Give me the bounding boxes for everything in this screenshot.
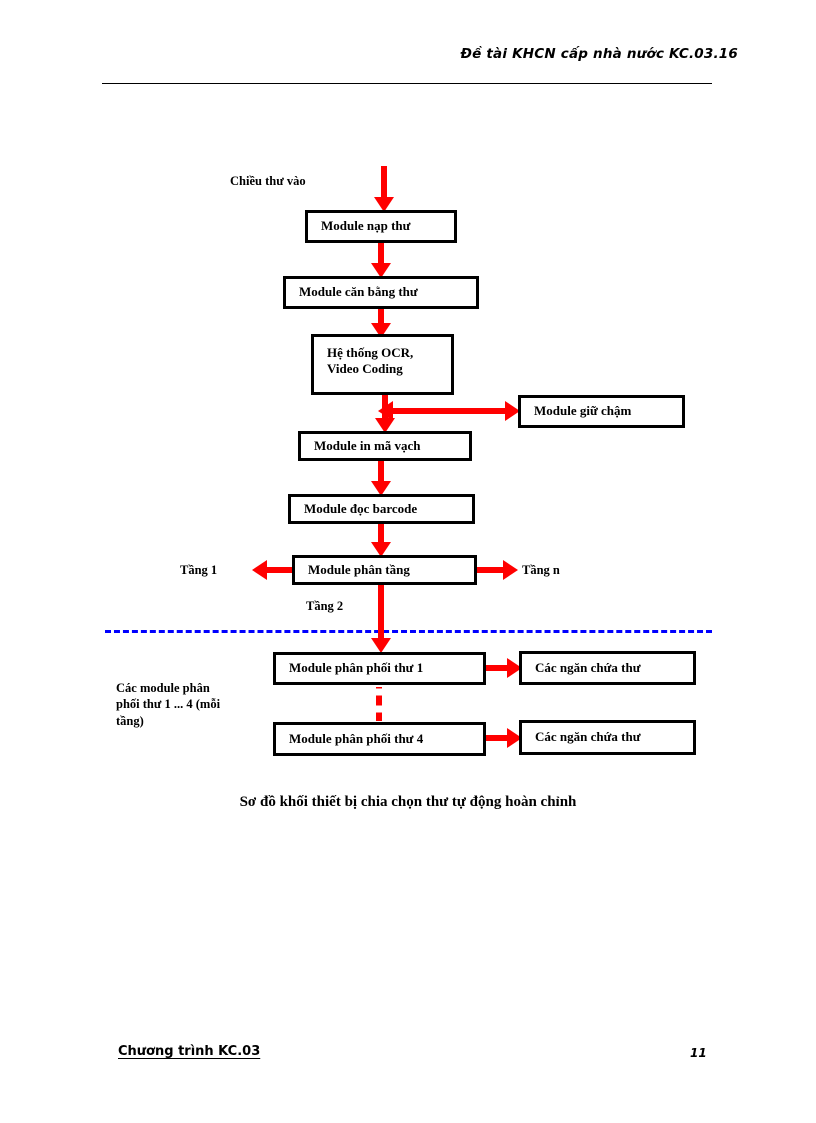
node-balancer-label: Module căn bằng thư [299, 284, 418, 300]
node-delay[interactable]: Module giữ chậm [518, 395, 685, 428]
node-bins-1-label: Các ngăn chứa thư [535, 659, 641, 675]
node-distributor-4[interactable]: Module phân phối thư 4 [273, 722, 486, 756]
node-distributor-4-label: Module phân phối thư 4 [289, 730, 424, 746]
arrow-distributor-1-to-bins-1 [486, 658, 522, 678]
connector-distributors-ellipsis [376, 687, 382, 721]
arrow-ocr-to-barcode-print [372, 395, 398, 433]
label-floor-2: Tầng 2 [306, 599, 344, 613]
node-distributor-1[interactable]: Module phân phối thư 1 [273, 652, 486, 685]
node-bins-4[interactable]: Các ngăn chứa thư [519, 720, 696, 755]
arrow-inflow-to-feeder [371, 166, 397, 212]
node-ocr-video-coding[interactable]: Hệ thống OCR, Video Coding [311, 334, 454, 395]
arrow-floor-sorter-to-floor-1 [252, 560, 300, 580]
arrow-floor-sorter-to-distributor-1 [368, 585, 394, 653]
node-delay-label: Module giữ chậm [534, 403, 632, 419]
arrow-feeder-to-balancer [368, 243, 394, 278]
node-barcode-print-label: Module in mã vạch [314, 437, 421, 453]
label-floor-n: Tầng n [522, 563, 560, 577]
node-feeder[interactable]: Module nạp thư [305, 210, 457, 243]
node-distributor-1-label: Module phân phối thư 1 [289, 660, 424, 676]
label-distribution-note: Các module phân phối thư 1 ... 4 (mỗi tầ… [116, 681, 221, 728]
node-feeder-label: Module nạp thư [321, 218, 411, 234]
node-floor-sorter[interactable]: Module phân tầng [292, 555, 477, 585]
node-bins-4-label: Các ngăn chứa thư [535, 729, 641, 745]
node-balancer[interactable]: Module căn bằng thư [283, 276, 479, 309]
arrow-distributor-4-to-bins-4 [486, 728, 522, 748]
floor-separation-divider [105, 630, 712, 633]
node-bins-1[interactable]: Các ngăn chứa thư [519, 651, 696, 685]
node-floor-sorter-label: Module phân tầng [308, 561, 410, 577]
footer-program-label: Chương trình KC.03 [118, 1044, 261, 1059]
node-barcode-print[interactable]: Module in mã vạch [298, 431, 472, 461]
header-divider-rule [102, 83, 712, 84]
label-inflow: Chiều thư vào [230, 174, 306, 188]
arrow-barcode-read-to-floor-sorter [368, 524, 394, 557]
node-barcode-read-label: Module đọc barcode [304, 500, 418, 516]
page-header-title: Đề tài KHCN cấp nhà nước KC.03.16 [460, 46, 738, 62]
arrow-barcode-print-to-read [368, 461, 394, 496]
node-barcode-read[interactable]: Module đọc barcode [288, 494, 475, 524]
label-floor-1: Tầng 1 [180, 563, 218, 577]
arrow-floor-sorter-to-floor-n [470, 560, 518, 580]
node-ocr-video-coding-label: Hệ thống OCR, Video Coding [327, 345, 414, 377]
diagram-caption: Sơ đồ khối thiết bị chia chọn thư tự độn… [239, 794, 577, 810]
footer-page-number: 11 [690, 1046, 707, 1060]
